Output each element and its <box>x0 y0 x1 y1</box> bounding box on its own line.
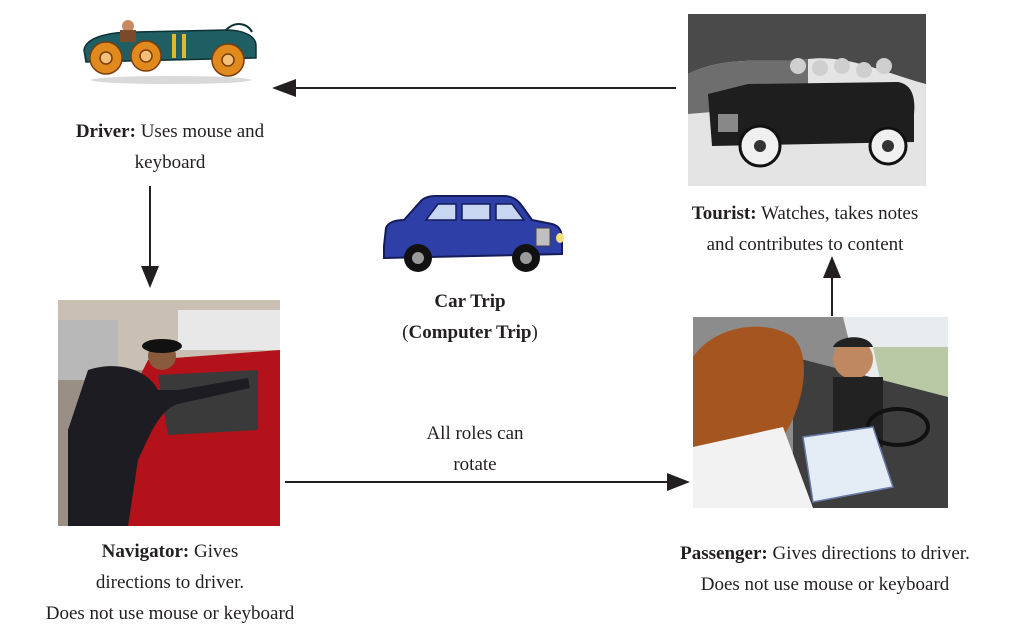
navigator-caption: Navigator: Gives directions to driver. D… <box>0 536 340 629</box>
tourist-caption: Tourist: Watches, takes notes and contri… <box>640 198 970 260</box>
driver-desc-line2: keyboard <box>134 152 206 173</box>
navigator-role: Navigator: <box>101 541 190 562</box>
center-taxi-image <box>376 192 566 276</box>
passenger-role: Passenger: <box>680 543 768 564</box>
tourist-desc-line2: and contributes to content <box>706 234 904 255</box>
passenger-in-car-photo <box>693 317 948 508</box>
navigator-desc-line2: directions to driver. <box>95 572 245 593</box>
navigator-officer-photo <box>58 300 280 526</box>
arrow-head-left <box>272 79 296 97</box>
passenger-caption: Passenger: Gives directions to driver. D… <box>640 538 1010 600</box>
arrow-head-up <box>823 256 841 278</box>
navigator-desc-line1: Gives <box>194 541 239 562</box>
driver-role: Driver: <box>75 121 136 142</box>
driver-toy-car-image <box>76 10 262 86</box>
tourist-desc-line1: Watches, takes notes <box>760 203 919 224</box>
tourist-role: Tourist: <box>691 203 757 224</box>
center-subtitle: Computer Trip <box>408 322 532 343</box>
rotate-note: All roles can rotate <box>370 418 580 480</box>
passenger-desc-line2: Does not use mouse or keyboard <box>700 574 950 595</box>
rotate-note-line2: rotate <box>453 454 497 475</box>
center-caption: Car Trip (Computer Trip) <box>350 286 590 348</box>
arrow-head-right <box>667 473 690 491</box>
tourist-vintage-car-photo <box>688 14 926 186</box>
navigator-desc-line3: Does not use mouse or keyboard <box>45 603 295 624</box>
center-paren-open: ( <box>402 322 409 343</box>
driver-caption: Driver: Uses mouse and keyboard <box>40 116 300 178</box>
passenger-desc-line1: Gives directions to driver. <box>772 543 970 564</box>
driver-desc-line1: Uses mouse and <box>140 121 265 142</box>
rotate-note-line1: All roles can <box>426 423 524 444</box>
center-paren-close: ) <box>531 322 538 343</box>
arrow-head-down <box>141 266 159 288</box>
center-title: Car Trip <box>434 291 506 312</box>
